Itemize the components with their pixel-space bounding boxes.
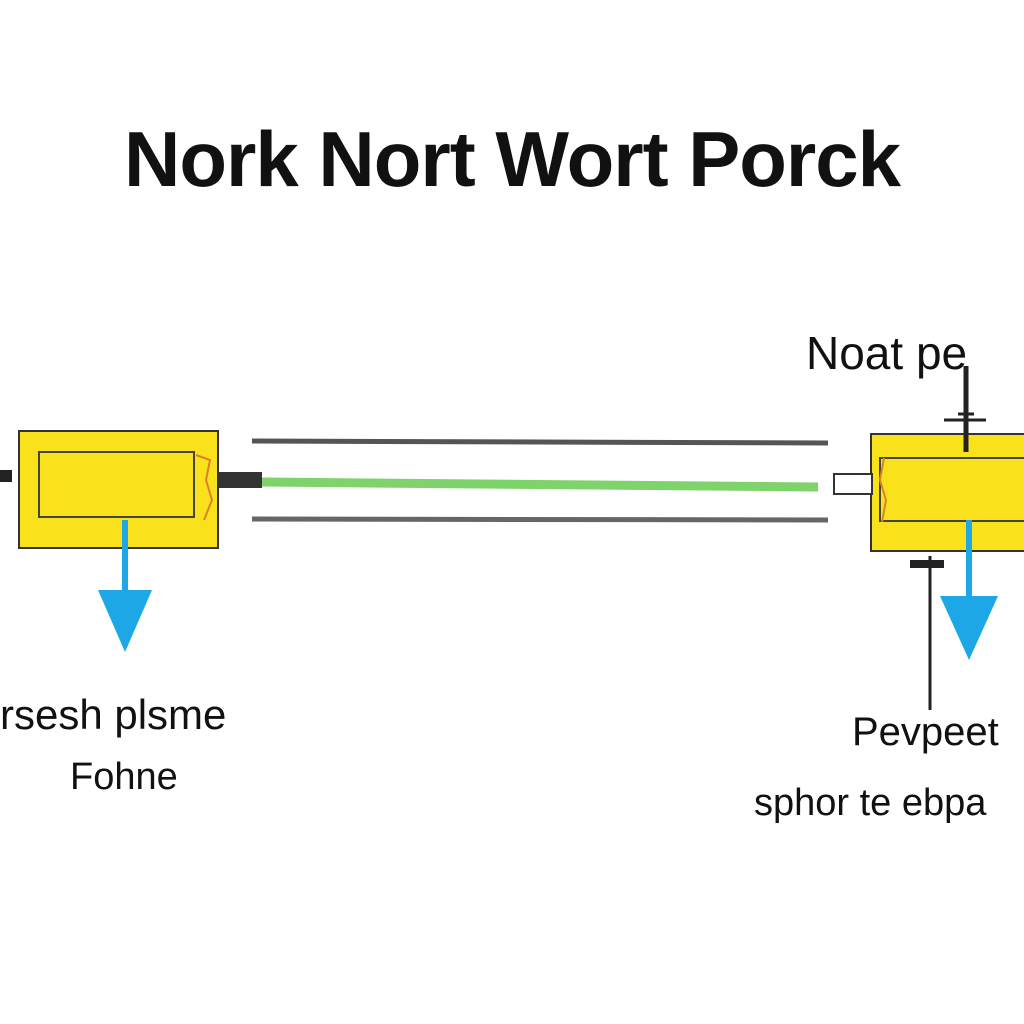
label-right-line1: Pevpeet [852,710,999,754]
left-device-box [18,430,219,549]
left-device-inner-box [38,451,195,518]
label-left-line2: Fohne [70,756,178,798]
cable-top-line [251,438,829,446]
diagram-title: Nork Nort Wort Porck [124,115,901,203]
right-lead-cap [910,560,944,568]
left-device-edge-mark [195,454,214,521]
left-stub [0,470,12,482]
left-arrow [98,520,152,652]
cable-bottom-line [251,516,829,523]
right-device [833,366,1024,710]
left-arrow-head [98,590,152,652]
right-device-box [870,433,1024,552]
cable [251,438,829,523]
cable-green-line [261,477,819,492]
label-top-right: Noat pe [806,327,968,379]
left-connector [218,472,262,488]
left-device [0,430,262,549]
label-left-line1: rsesh plsme [0,691,227,738]
right-device-inner-box [879,457,1024,522]
right-connector [833,473,873,495]
right-device-edge-mark [878,457,888,523]
right-arrow-head [940,596,998,660]
right-probe-top [944,412,986,422]
label-right-line2: sphor te ebpa [754,782,987,824]
right-arrow [940,520,998,660]
